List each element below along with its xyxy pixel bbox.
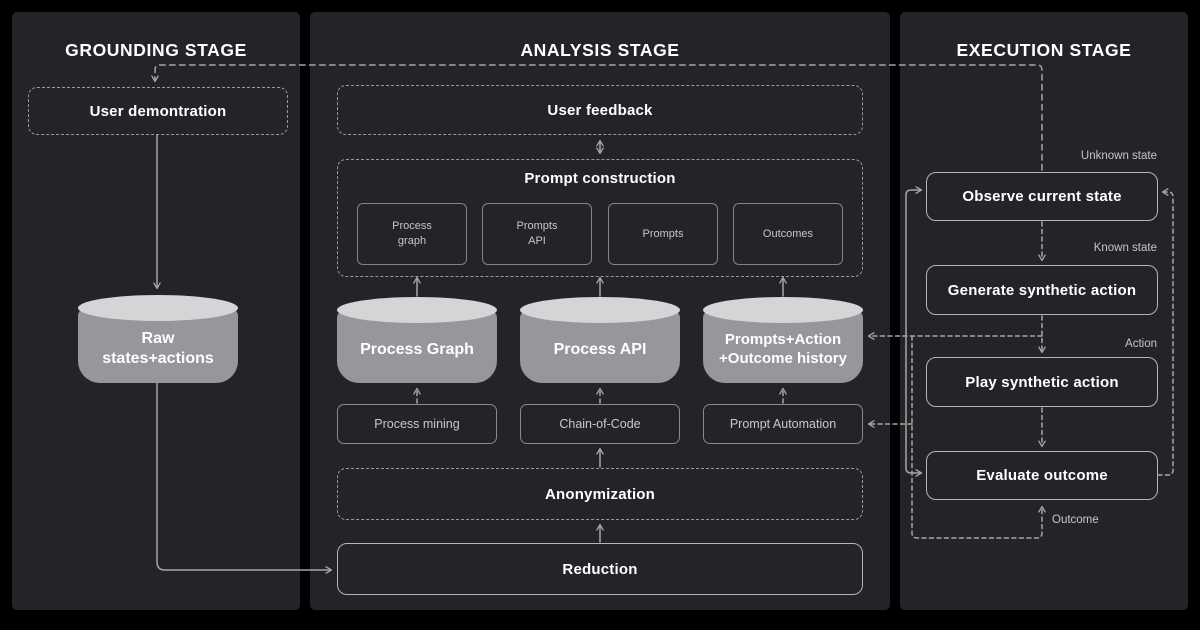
node-generate-synthetic-action: Generate synthetic action — [926, 265, 1158, 315]
cylinder-cap — [78, 295, 238, 321]
cylinder-label-line1: Prompts+Action — [724, 330, 842, 348]
grounding-stage-title: GROUNDING STAGE — [65, 40, 247, 60]
cylinder-label: Raw states+actions — [78, 308, 238, 383]
node-prompts-api-input: Prompts API — [482, 203, 592, 265]
node-label: Process mining — [374, 417, 460, 431]
execution-stage-title: EXECUTION STAGE — [956, 40, 1132, 60]
cylinder-prompts-action-outcome-history: Prompts+Action +Outcome history — [703, 297, 863, 383]
analysis-stage-title: ANALYSIS STAGE — [520, 40, 680, 60]
cylinder-label-line2: states+actions — [102, 349, 214, 367]
node-label: Anonymization — [544, 485, 656, 503]
node-label: Prompt Automation — [729, 417, 837, 431]
node-label: User feedback — [547, 101, 653, 119]
edge-label-unknown-state: Unknown state — [1080, 150, 1157, 162]
node-user-feedback: User feedback — [337, 85, 863, 135]
cylinder-label-line1: Process Graph — [360, 340, 474, 358]
node-user-demonstration: User demontration — [28, 87, 288, 135]
node-label: Reduction — [562, 560, 638, 578]
edge-label-known-state: Known state — [1093, 242, 1157, 254]
node-label: Observe current state — [962, 188, 1122, 205]
node-process-graph-input: Process graph — [357, 203, 467, 265]
cylinder-cap — [520, 297, 680, 323]
node-anonymization: Anonymization — [337, 468, 863, 520]
cylinder-label-line1: Raw — [141, 329, 175, 347]
cylinder-label-line1: Process API — [553, 340, 647, 358]
edge-label-action: Action — [1125, 338, 1157, 350]
cylinder-label-line2: +Outcome history — [719, 349, 847, 367]
label-line2: graph — [397, 235, 427, 247]
node-prompts-input: Prompts — [608, 203, 718, 265]
node-evaluate-outcome: Evaluate outcome — [926, 451, 1158, 500]
cylinder-label: Process API — [520, 310, 680, 383]
node-observe-current-state: Observe current state — [926, 172, 1158, 221]
edge-label-outcome: Outcome — [1052, 514, 1099, 526]
cylinder-label: Process Graph — [337, 310, 497, 383]
node-outcomes-input: Outcomes — [733, 203, 843, 265]
prompt-construction-title: Prompt construction — [524, 170, 676, 187]
label-line1: Prompts — [516, 220, 558, 233]
node-chain-of-code: Chain-of-Code — [520, 404, 680, 444]
node-prompt-automation: Prompt Automation — [703, 404, 863, 444]
node-label: Chain-of-Code — [559, 417, 641, 431]
node-label: Play synthetic action — [965, 373, 1119, 391]
node-label: Generate synthetic action — [947, 281, 1137, 299]
node-reduction: Reduction — [337, 543, 863, 595]
cylinder-process-graph: Process Graph — [337, 297, 497, 383]
cylinder-cap — [337, 297, 497, 323]
cylinder-raw-states-actions: Raw states+actions — [78, 295, 238, 383]
label-line2: API — [528, 235, 546, 247]
label-line1: Outcomes — [762, 227, 814, 240]
node-label: User demontration — [89, 102, 227, 120]
label-line1: Prompts — [642, 227, 684, 240]
label-line1: Process — [392, 220, 432, 233]
node-label: Evaluate outcome — [976, 467, 1108, 484]
cylinder-process-api: Process API — [520, 297, 680, 383]
node-play-synthetic-action: Play synthetic action — [926, 357, 1158, 407]
cylinder-label: Prompts+Action +Outcome history — [703, 310, 863, 383]
cylinder-cap — [703, 297, 863, 323]
node-process-mining: Process mining — [337, 404, 497, 444]
